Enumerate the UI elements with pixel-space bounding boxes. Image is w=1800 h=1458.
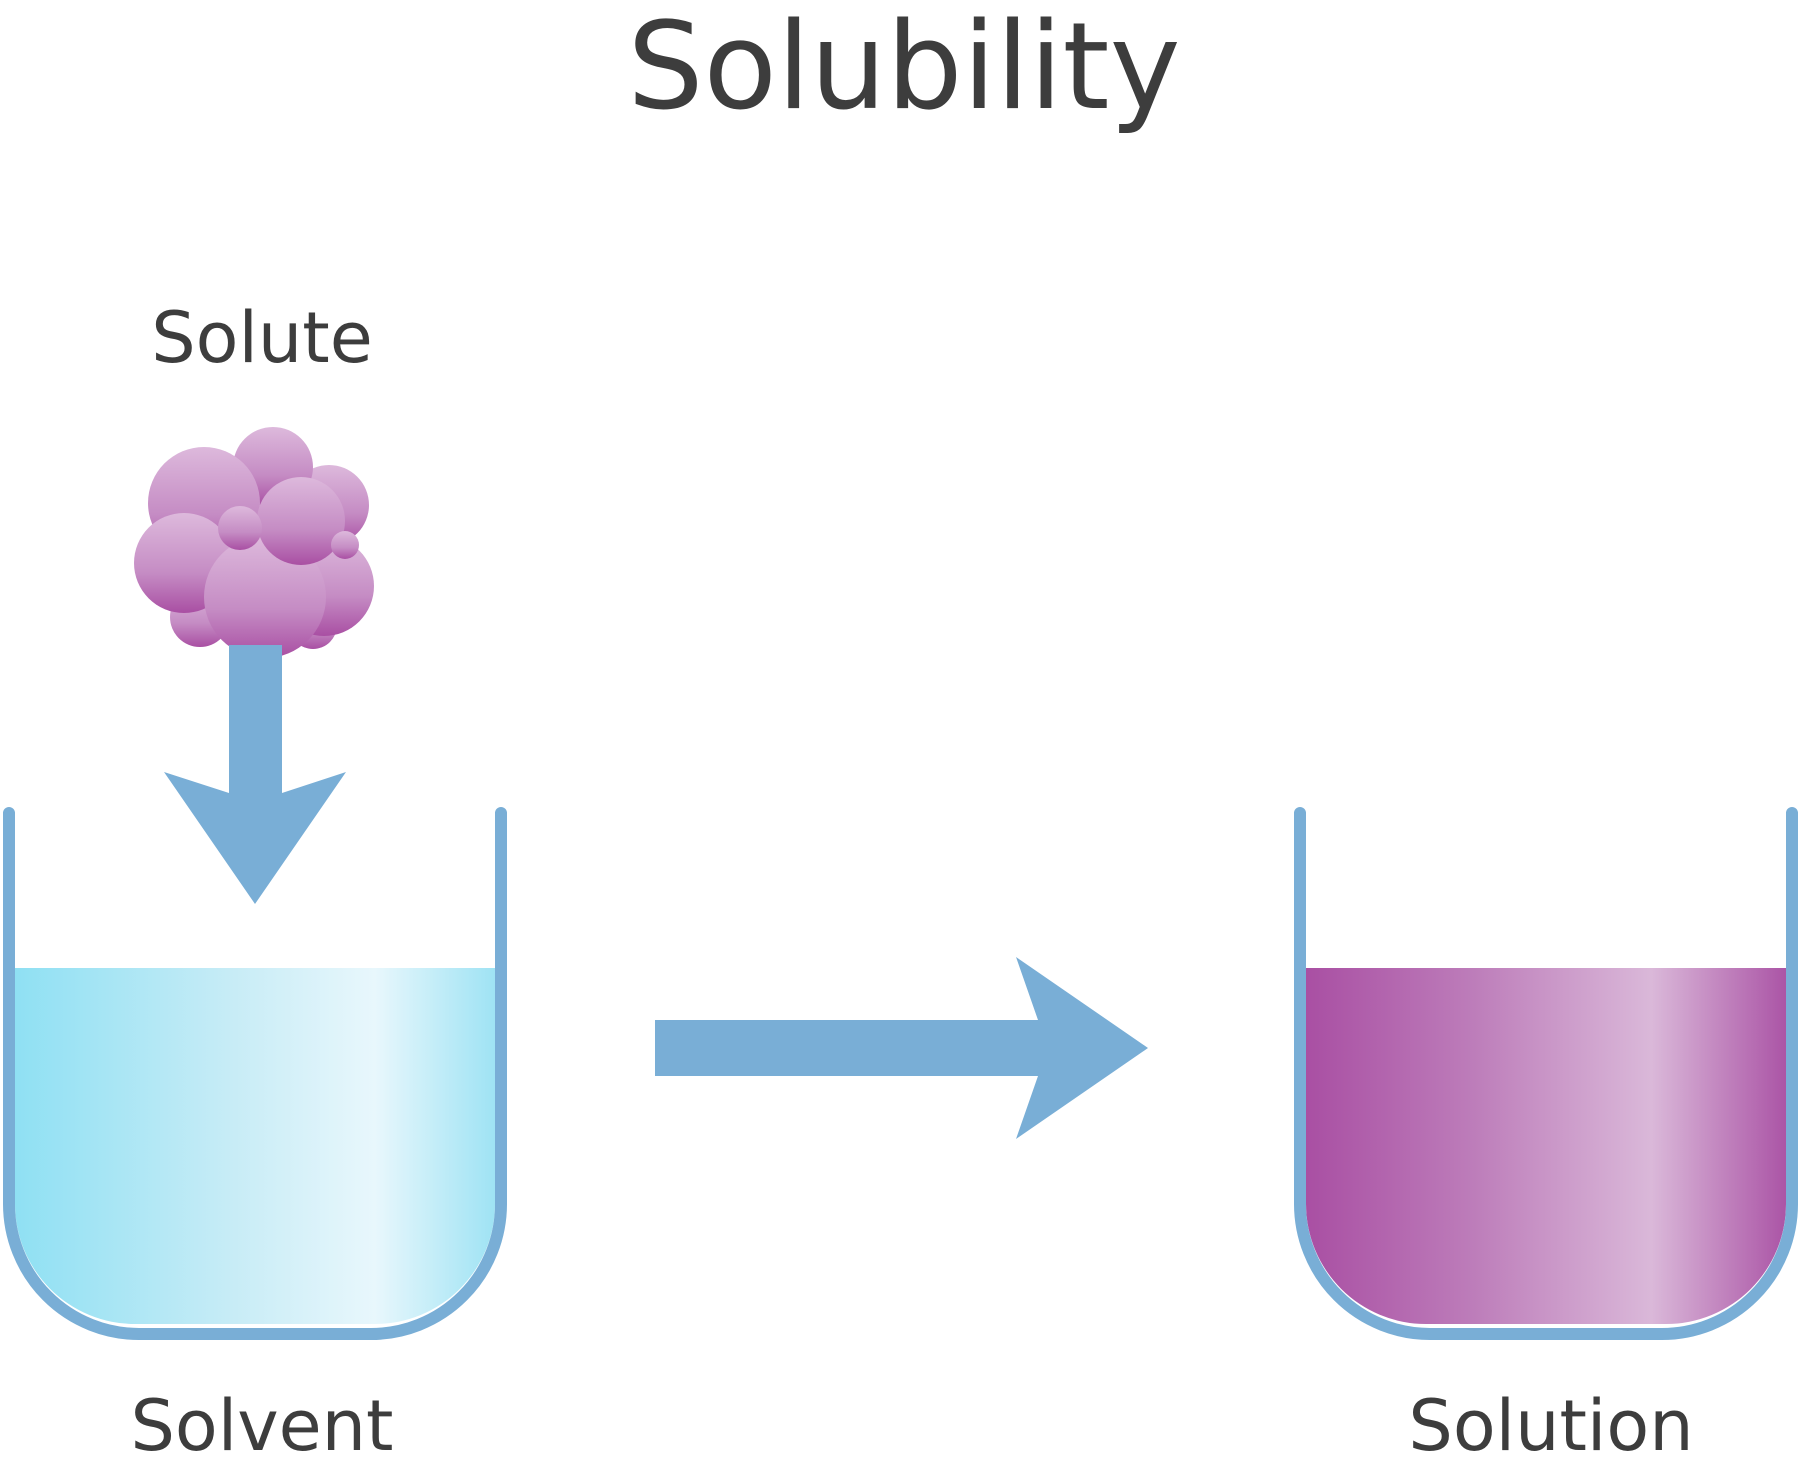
solution-label: Solution [1408,1385,1693,1458]
solute-label: Solute [151,297,373,379]
solvent-beaker-icon [3,807,507,1340]
arrow-down-icon [164,645,346,904]
solution-liquid [1306,968,1786,1324]
solution-beaker-icon [1294,807,1798,1340]
solvent-liquid [15,968,495,1324]
solvent-label: Solvent [130,1385,393,1458]
diagram-title: Solubility [627,0,1180,137]
arrow-right-icon [655,957,1148,1139]
solute-particle-cluster-icon [134,427,374,658]
